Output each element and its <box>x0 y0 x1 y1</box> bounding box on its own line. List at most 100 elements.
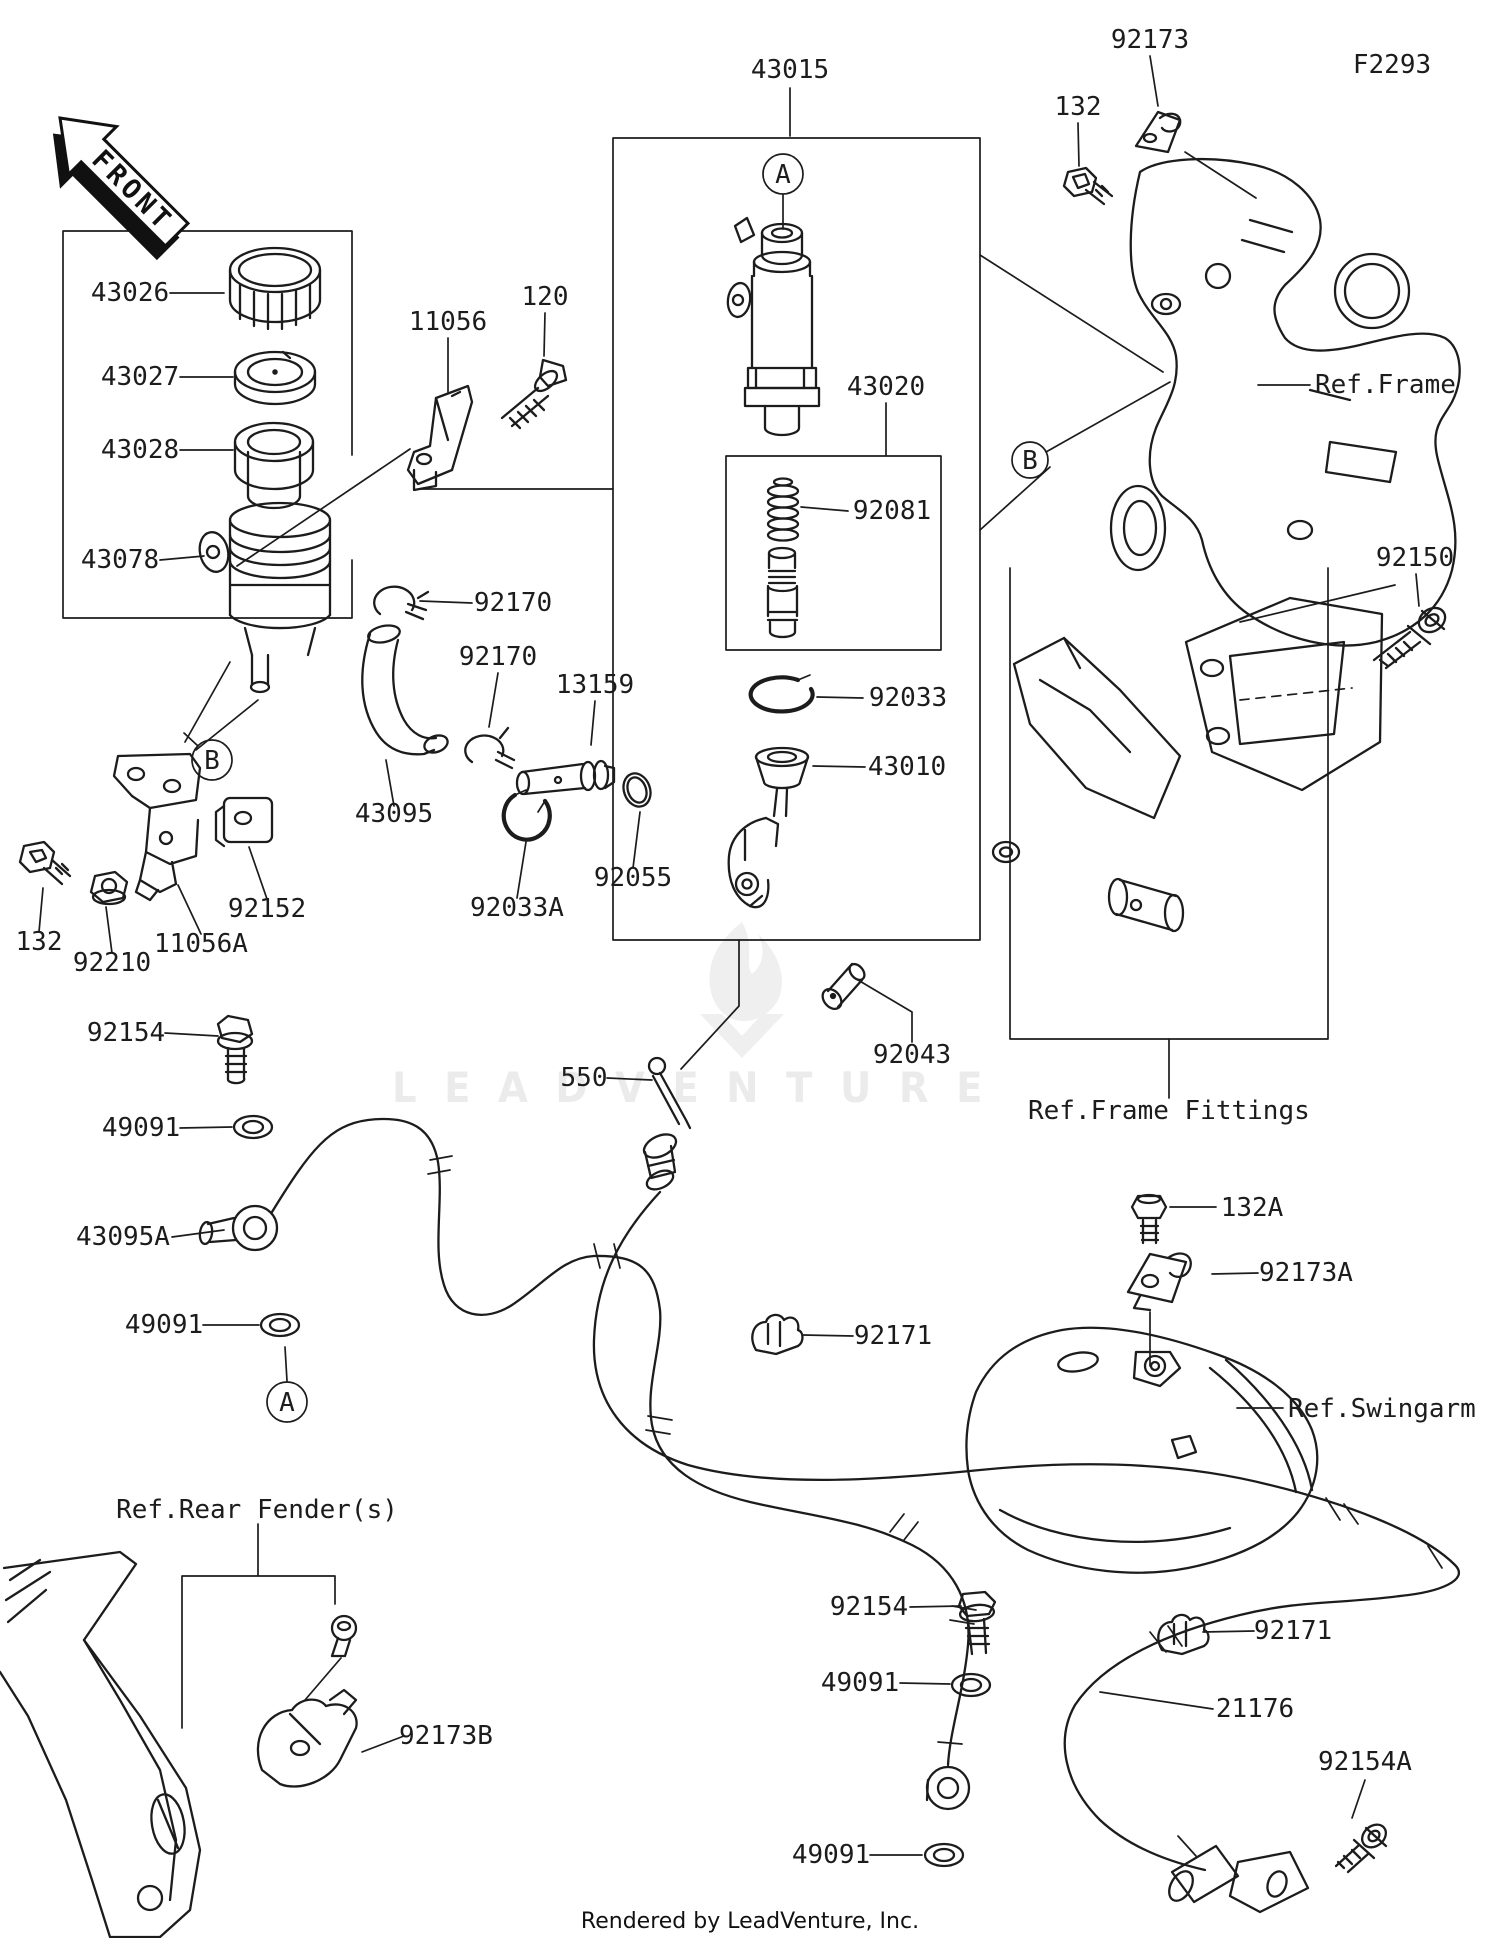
part-132A-bolt <box>1130 1193 1168 1245</box>
part-92152-damper <box>214 796 274 848</box>
part-132-bolt-top <box>1062 166 1114 206</box>
part-43015-master-cylinder <box>726 216 821 437</box>
label-92150[interactable]: 92150 <box>1376 543 1454 573</box>
label-21176[interactable]: 21176 <box>1216 1694 1294 1724</box>
abs-connector <box>642 1133 678 1191</box>
part-43095A-banjo-fitting <box>198 1204 279 1252</box>
label-92033A[interactable]: 92033A <box>470 893 564 923</box>
label-49091-2[interactable]: 49091 <box>125 1310 203 1340</box>
label-92152[interactable]: 92152 <box>228 894 306 924</box>
part-132-bolt-left <box>18 840 72 886</box>
part-13159-joint-pipe <box>515 759 616 796</box>
part-11056A-bracket <box>112 752 202 902</box>
label-132-top[interactable]: 132 <box>1055 92 1102 122</box>
label-43095A[interactable]: 43095A <box>76 1222 170 1252</box>
page-code: F2293 <box>1353 50 1431 80</box>
label-43028[interactable]: 43028 <box>101 435 179 465</box>
label-92033[interactable]: 92033 <box>869 683 947 713</box>
marker-b-frame: B <box>1022 446 1038 476</box>
label-49091-3[interactable]: 49091 <box>821 1668 899 1698</box>
leadventure-watermark: LEADVENTURE <box>392 922 1010 1112</box>
part-92043-clevis-pin <box>821 962 866 1011</box>
part-92170-clamp-lower <box>464 726 516 770</box>
part-43020-piston <box>766 546 799 639</box>
part-550-cotter-pin <box>647 1056 692 1130</box>
part-92210-nut <box>89 870 129 906</box>
part-92033A-circlip <box>501 789 552 842</box>
watermark-text: LEADVENTURE <box>392 1063 1010 1112</box>
label-92173A[interactable]: 92173A <box>1259 1258 1353 1288</box>
abs-sensor <box>1168 1844 1310 1914</box>
ref-rear-fender-drawing <box>0 1550 202 1938</box>
part-92154-banjo-bolt-front <box>216 1014 254 1085</box>
label-92171-mid[interactable]: 92171 <box>854 1321 932 1351</box>
ref-frame-label[interactable]: Ref.Frame <box>1315 370 1456 400</box>
label-43010[interactable]: 43010 <box>868 752 946 782</box>
label-92081[interactable]: 92081 <box>853 496 931 526</box>
label-43020[interactable]: 43020 <box>847 372 925 402</box>
label-92170-lower[interactable]: 92170 <box>459 642 537 672</box>
label-92171-rear[interactable]: 92171 <box>1254 1616 1332 1646</box>
marker-b-bracket: B <box>204 746 220 776</box>
label-43027[interactable]: 43027 <box>101 362 179 392</box>
part-43078-reservoir-tank <box>198 501 332 694</box>
part-43028-diaphragm-cup <box>233 421 315 510</box>
ref-swingarm-label[interactable]: Ref.Swingarm <box>1288 1394 1476 1424</box>
label-43026[interactable]: 43026 <box>91 278 169 308</box>
label-92210[interactable]: 92210 <box>73 948 151 978</box>
part-43095-reservoir-hose <box>361 624 449 756</box>
label-132-left[interactable]: 132 <box>16 927 63 957</box>
part-49091-washer-1 <box>232 1114 274 1140</box>
label-92154A[interactable]: 92154A <box>1318 1747 1412 1777</box>
part-92081-spring <box>766 477 800 542</box>
detail-markers: A A B B <box>191 153 1049 1423</box>
rendered-by-footer: Rendered by LeadVenture, Inc. <box>581 1909 919 1934</box>
part-11056-bracket <box>406 384 474 492</box>
label-92043[interactable]: 92043 <box>873 1040 951 1070</box>
part-92173-clamp <box>1134 110 1182 154</box>
part-92154A-bolt <box>1334 1823 1388 1874</box>
part-21176-abs-sensor-line <box>592 1133 1461 1914</box>
label-11056[interactable]: 11056 <box>409 307 487 337</box>
label-120[interactable]: 120 <box>522 282 569 312</box>
label-13159[interactable]: 13159 <box>556 670 634 700</box>
part-43027-diaphragm-plate <box>233 350 317 406</box>
label-43015[interactable]: 43015 <box>751 55 829 85</box>
label-49091-4[interactable]: 49091 <box>792 1840 870 1870</box>
ref-frame-drawing <box>1109 158 1461 647</box>
label-11056A[interactable]: 11056A <box>154 929 248 959</box>
marker-a-hose: A <box>279 1388 295 1418</box>
label-132A[interactable]: 132A <box>1221 1193 1284 1223</box>
label-92173[interactable]: 92173 <box>1111 25 1189 55</box>
fender-screw <box>330 1614 358 1658</box>
leader-lines <box>38 55 1420 1856</box>
part-49091-washer-2 <box>259 1312 301 1338</box>
rear-banjo-eye <box>925 1765 971 1811</box>
construction-lines <box>62 137 1396 1729</box>
part-49091-washer-3 <box>950 1672 992 1698</box>
label-92170-upper[interactable]: 92170 <box>474 588 552 618</box>
label-550[interactable]: 550 <box>561 1063 608 1093</box>
part-92150-bolt <box>1372 606 1447 670</box>
marker-a-top: A <box>775 160 791 190</box>
ref-rear-fenders-label[interactable]: Ref.Rear Fender(s) <box>116 1495 398 1525</box>
label-92055[interactable]: 92055 <box>594 863 672 893</box>
part-92170-clamp-upper <box>373 585 430 621</box>
part-92173B-clamp <box>256 1688 358 1788</box>
label-43078[interactable]: 43078 <box>81 545 159 575</box>
part-120-bolt <box>500 358 568 430</box>
ref-swingarm-drawing <box>965 1326 1319 1574</box>
ref-frame-fittings-label[interactable]: Ref.Frame Fittings <box>1028 1096 1310 1126</box>
label-43095[interactable]: 43095 <box>355 799 433 829</box>
part-43026-reservoir-cap <box>228 246 322 331</box>
part-labels: 43015 92173 132 F2293 43026 43027 43028 … <box>16 25 1455 1870</box>
label-92154-rear[interactable]: 92154 <box>830 1592 908 1622</box>
reference-labels: Ref.Frame Ref.Frame Fittings Ref.Swingar… <box>116 370 1476 1525</box>
label-49091-1[interactable]: 49091 <box>102 1113 180 1143</box>
label-92173B[interactable]: 92173B <box>399 1721 493 1751</box>
part-92055-o-ring <box>622 772 652 808</box>
label-92154-front[interactable]: 92154 <box>87 1018 165 1048</box>
front-direction-arrow: FRONT <box>52 116 191 261</box>
